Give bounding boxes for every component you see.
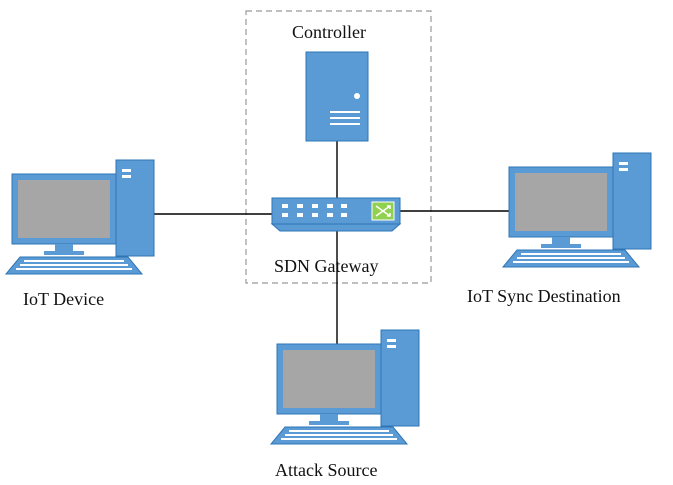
controller-label: Controller: [292, 22, 366, 42]
iot-device-label: IoT Device: [23, 289, 105, 309]
sdn-gateway-label: SDN Gateway: [274, 256, 379, 276]
desktop-computer-icon: [502, 152, 652, 268]
links: [142, 141, 512, 346]
desktop-computer-icon: [270, 329, 420, 445]
iot-sync-destination-label: IoT Sync Destination: [467, 286, 621, 306]
desktop-computer-icon: [5, 159, 155, 275]
server-icon: [305, 51, 369, 142]
network-switch-icon: [270, 197, 402, 232]
sdn-boundary: [245, 10, 432, 284]
attack-source-label: Attack Source: [275, 460, 378, 480]
